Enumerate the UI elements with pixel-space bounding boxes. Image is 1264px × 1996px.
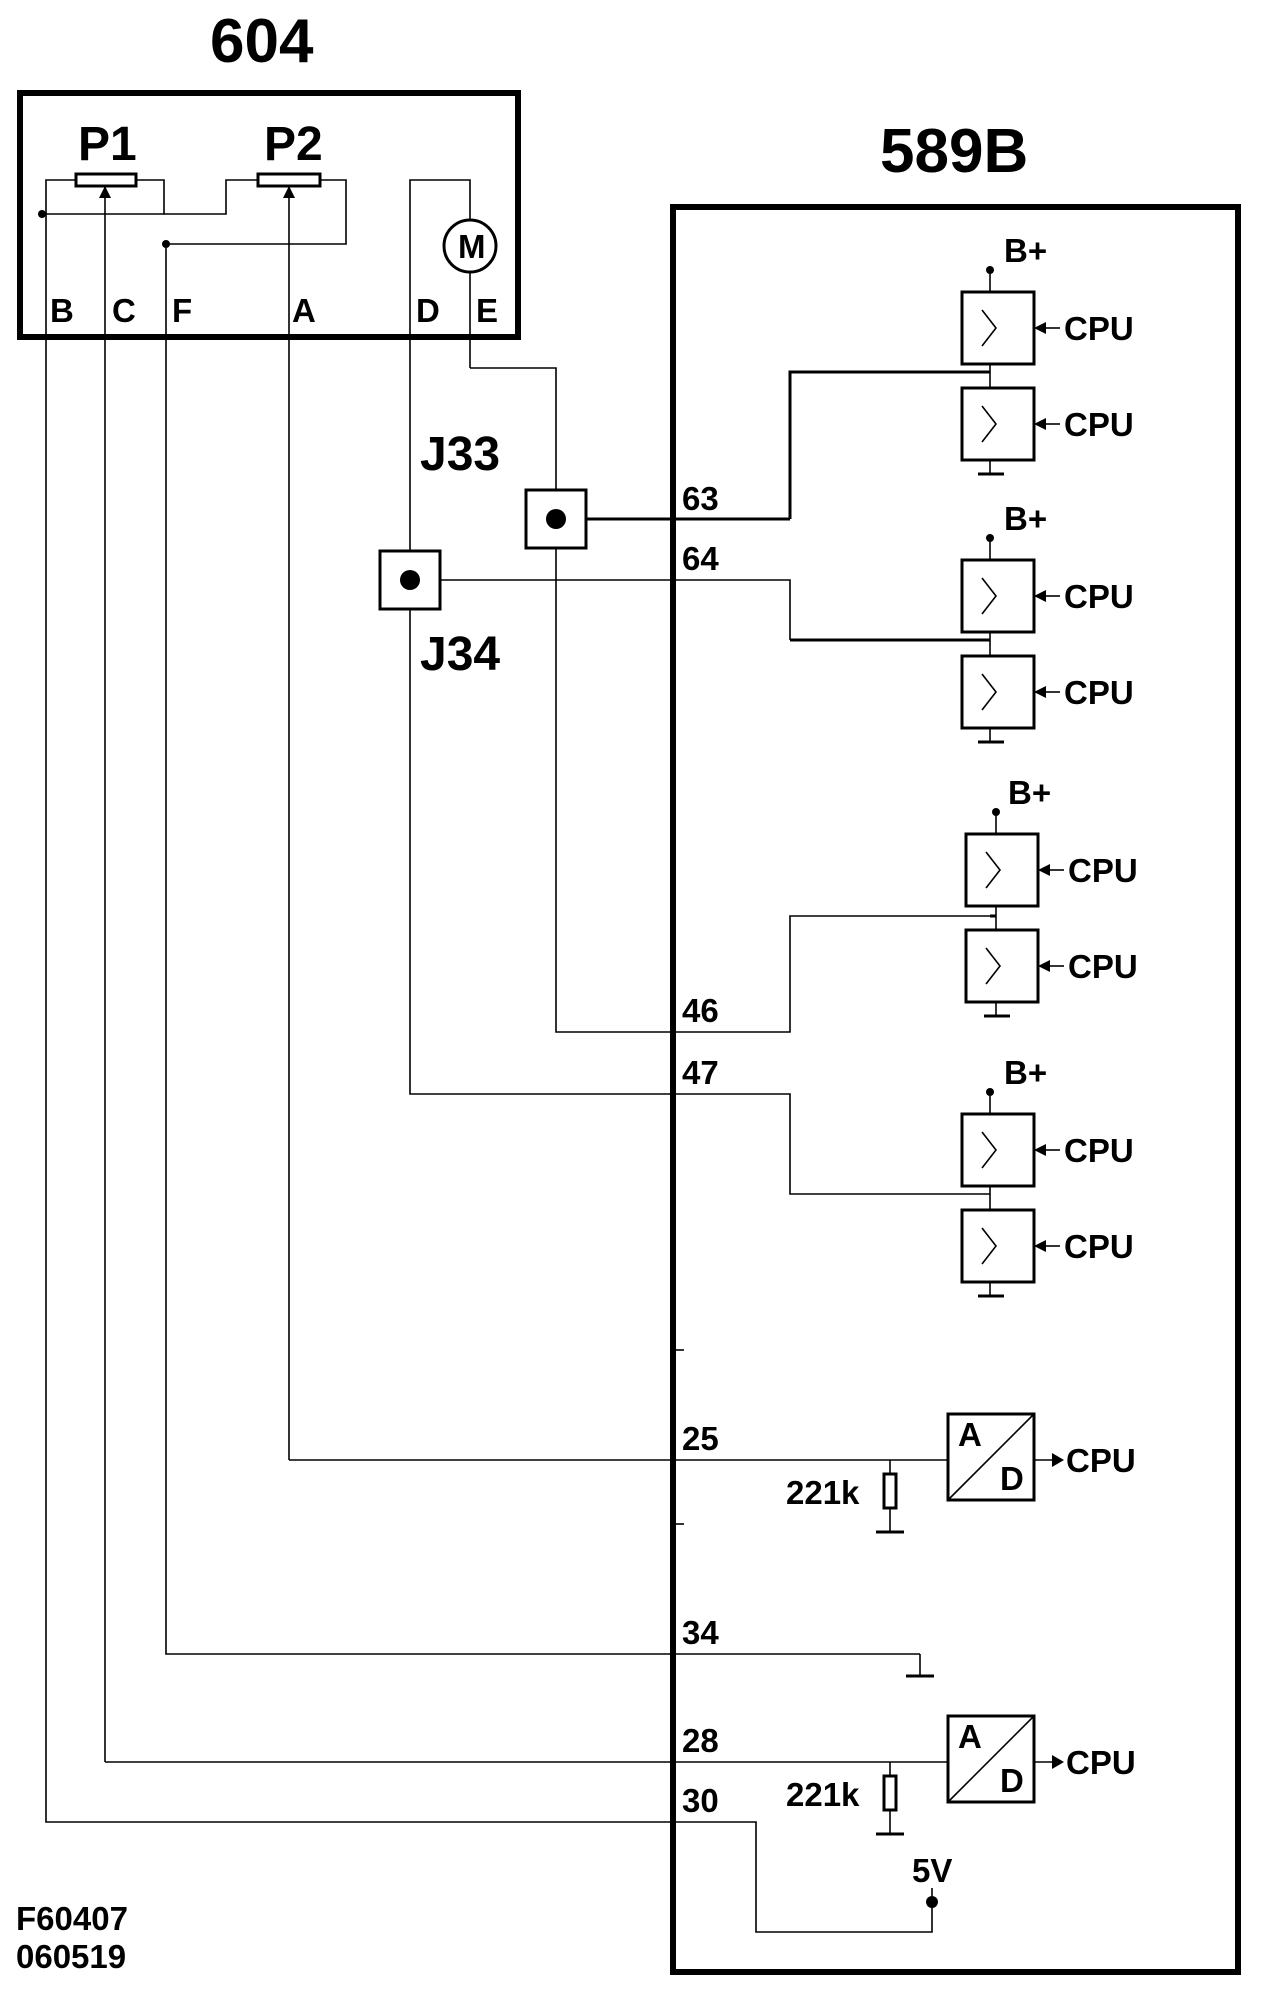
- svg-text:CPU: CPU: [1066, 1442, 1136, 1479]
- driver-stage-1: B+ CPU CPU: [960, 232, 1134, 476]
- svg-text:B+: B+: [1004, 232, 1047, 269]
- ad-converter-1: A D CPU: [946, 1412, 1136, 1502]
- wire-e: [470, 367, 990, 1033]
- sensor-unit-title: 604: [210, 7, 314, 76]
- svg-text:B+: B+: [1008, 774, 1051, 811]
- module-pin-28: 28: [682, 1722, 719, 1759]
- module-pin-30: 30: [682, 1782, 719, 1819]
- module-pin-47: 47: [682, 1054, 719, 1091]
- svg-text:D: D: [1000, 1762, 1024, 1799]
- sensor-pin-e: E: [476, 292, 498, 329]
- junction-j33: J33: [420, 428, 588, 550]
- svg-text:P1: P1: [78, 118, 137, 171]
- svg-text:221k: 221k: [786, 1776, 860, 1813]
- wire-d: [409, 325, 990, 1195]
- supply-5v: 5V: [912, 1852, 952, 1908]
- control-module-title: 589B: [880, 117, 1028, 186]
- ad-converter-2: A D CPU: [946, 1714, 1136, 1804]
- ground-34: [906, 1654, 934, 1678]
- resistor-1: 221k: [786, 1460, 904, 1534]
- svg-text:CPU: CPU: [1064, 406, 1134, 443]
- potentiometer-p1: P1: [38, 118, 165, 1762]
- svg-text:P2: P2: [264, 118, 323, 171]
- svg-text:CPU: CPU: [1064, 1132, 1134, 1169]
- svg-text:A: A: [958, 1416, 982, 1453]
- sensor-pin-f: F: [172, 292, 192, 329]
- sensor-pin-a: A: [292, 292, 316, 329]
- wire-b: [45, 325, 933, 1933]
- figure-id: F60407: [16, 1900, 128, 1937]
- potentiometer-p2: P2: [162, 118, 347, 1460]
- control-module-box: [670, 204, 1241, 1975]
- svg-text:CPU: CPU: [1068, 852, 1138, 889]
- svg-text:B+: B+: [1004, 500, 1047, 537]
- driver-stage-3: B+ CPU CPU: [964, 774, 1138, 1018]
- svg-text:B+: B+: [1004, 1054, 1047, 1091]
- motor-m: M: [409, 179, 498, 368]
- wire-f: [165, 244, 920, 1655]
- sensor-unit-box: [17, 90, 521, 340]
- svg-text:CPU: CPU: [1064, 1228, 1134, 1265]
- svg-text:CPU: CPU: [1068, 948, 1138, 985]
- svg-text:D: D: [1000, 1460, 1024, 1497]
- module-pin-46: 46: [682, 992, 719, 1029]
- module-pin-64: 64: [682, 540, 719, 577]
- svg-text:A: A: [958, 1718, 982, 1755]
- module-pin-25: 25: [682, 1420, 719, 1457]
- svg-text:CPU: CPU: [1066, 1744, 1136, 1781]
- svg-text:J33: J33: [420, 428, 500, 481]
- svg-text:5V: 5V: [912, 1852, 952, 1889]
- svg-text:M: M: [458, 228, 486, 265]
- resistor-2: 221k: [786, 1762, 904, 1836]
- module-pin-34: 34: [682, 1614, 719, 1651]
- svg-text:CPU: CPU: [1064, 578, 1134, 615]
- module-pin-63: 63: [682, 480, 719, 517]
- sensor-pin-c: C: [112, 292, 136, 329]
- driver-stage-2: B+ CPU CPU: [960, 500, 1134, 744]
- junction-j34: J34: [378, 549, 500, 681]
- svg-text:CPU: CPU: [1064, 674, 1134, 711]
- sensor-pin-d: D: [416, 292, 440, 329]
- svg-text:J34: J34: [420, 628, 500, 681]
- svg-text:221k: 221k: [786, 1474, 860, 1511]
- figure-date: 060519: [16, 1938, 126, 1975]
- svg-text:CPU: CPU: [1064, 310, 1134, 347]
- sensor-pin-b: B: [50, 292, 74, 329]
- driver-stage-4: B+ CPU CPU: [960, 1054, 1134, 1298]
